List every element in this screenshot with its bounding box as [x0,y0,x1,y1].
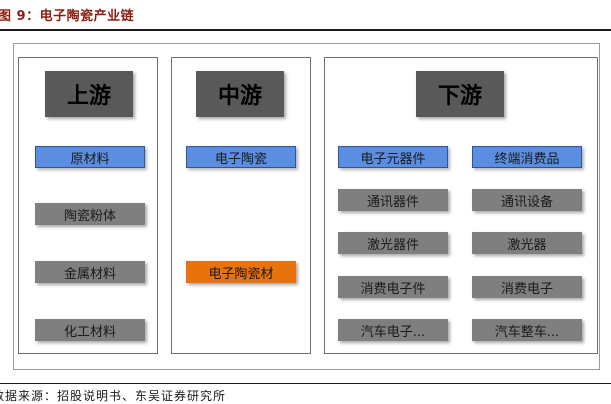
downstream-item-lasers: 激光器 [472,232,582,254]
downstream-item-complete-vehicles: 汽车整车... [472,319,582,341]
downstream-item-communication-devices: 通讯器件 [338,189,448,211]
upstream-item-ceramic-powder: 陶瓷粉体 [35,203,145,225]
downstream-header: 下游 [416,71,504,117]
upstream-item-chemical-materials: 化工材料 [35,319,145,341]
downstream-item-consumer-electronics: 消费电子 [472,276,582,298]
midstream-header: 中游 [196,71,284,117]
downstream-item-laser-devices: 激光器件 [338,232,448,254]
midstream-item-electronic-ceramics: 电子陶瓷 [186,146,296,168]
downstream-item-electronic-components: 电子元器件 [338,146,448,168]
figure-caption: 图 9：电子陶瓷产业链 [0,9,135,24]
downstream-item-automotive-electronics: 汽车电子... [338,319,448,341]
upstream-item-metal-materials: 金属材料 [35,261,145,283]
midstream-item-electronic-ceramic-material: 电子陶瓷材 [186,261,296,283]
downstream-item-end-consumer-products: 终端消费品 [472,146,582,168]
top-rule [0,29,611,31]
downstream-item-communication-equipment: 通讯设备 [472,189,582,211]
source-note: 数据来源：招股说明书、东吴证券研究所 [0,389,227,403]
upstream-header: 上游 [45,71,133,117]
upstream-item-raw-materials: 原材料 [35,146,145,168]
downstream-item-consumer-electronic-parts: 消费电子件 [338,276,448,298]
bottom-rule [0,383,611,384]
